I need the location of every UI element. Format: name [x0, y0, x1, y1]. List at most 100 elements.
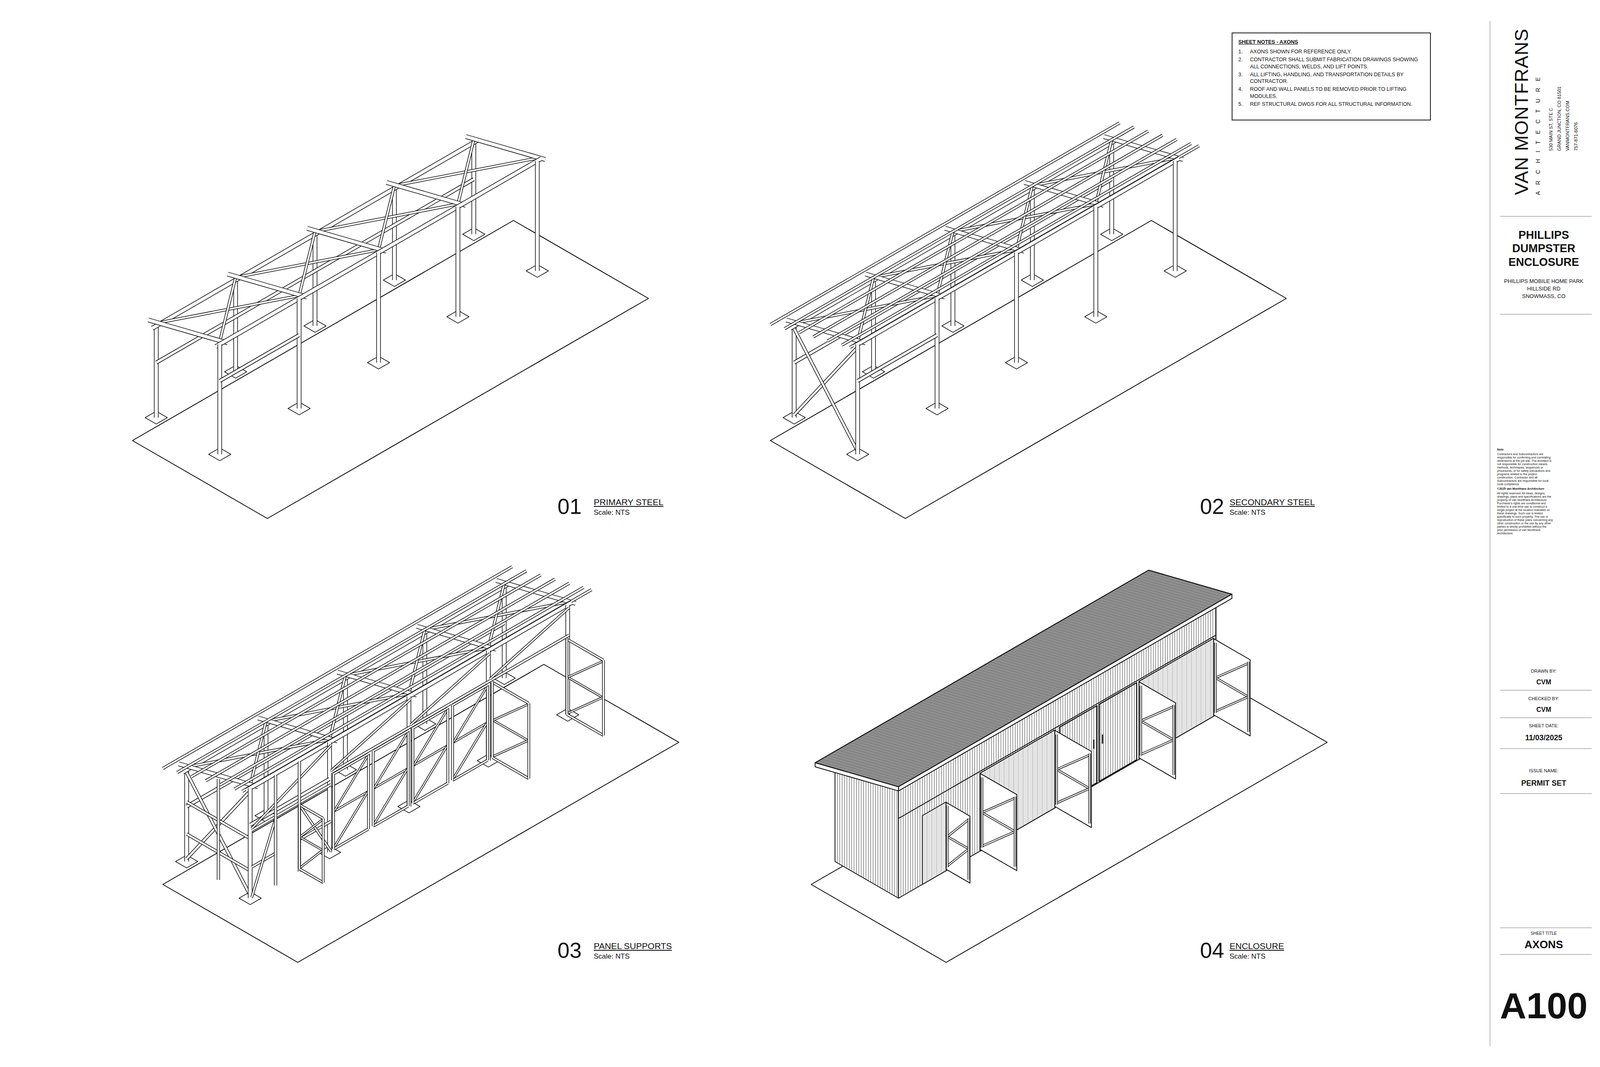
title-block-border	[1489, 20, 1491, 1046]
separator	[1500, 927, 1592, 928]
roof-rib	[961, 678, 1045, 703]
steel-post	[247, 787, 253, 898]
wall-rib	[860, 777, 862, 877]
wall-rib	[1186, 621, 1188, 732]
steel-post	[406, 696, 412, 807]
wall-rib	[870, 780, 871, 883]
steel-girt	[857, 335, 938, 381]
wall-rib	[872, 780, 874, 883]
view-title: SECONDARY STEEL	[1229, 497, 1315, 508]
steel-post	[154, 325, 158, 418]
wall-rib	[917, 777, 918, 888]
roof-brace	[457, 139, 474, 204]
leaf-frame	[1247, 661, 1250, 732]
leaf-frame	[1140, 685, 1142, 756]
firm-address: GRAND JUNCTION, CO 81501	[1556, 86, 1563, 151]
leaf-frame	[1089, 753, 1091, 824]
leaf-frame	[527, 703, 531, 779]
interior-rib	[1027, 746, 1029, 823]
view-scale: Scale: NTS	[1229, 952, 1266, 961]
steel-post	[296, 298, 302, 409]
view-title: ENCLOSURE	[1229, 940, 1285, 951]
note-row: 2.CONTRACTOR SHALL SUBMIT FABRICATION DR…	[1238, 56, 1425, 70]
roof-rib	[1142, 573, 1226, 598]
wall-rib	[1127, 655, 1128, 766]
wall-stud	[298, 761, 301, 872]
wall-rib	[882, 783, 883, 889]
interior-rib	[1018, 751, 1019, 828]
wall-brace	[410, 653, 490, 725]
note-text: AXONS SHOWN FOR REFERENCE ONLY.	[1250, 48, 1425, 55]
interior-rib	[1032, 743, 1033, 820]
slab-outline	[132, 220, 649, 519]
roof-rib	[1145, 571, 1229, 596]
wall-rib	[1215, 605, 1216, 715]
wall-rib	[977, 742, 978, 853]
wall-rib	[1131, 653, 1133, 764]
wall-rib	[1115, 662, 1116, 773]
roof-rib	[881, 724, 965, 749]
separator	[1500, 792, 1592, 794]
leaf-rail	[1140, 720, 1175, 740]
wall-rib	[974, 743, 975, 854]
interior-rib	[1046, 735, 1048, 812]
rafter	[148, 320, 228, 343]
steel-post	[376, 252, 381, 363]
interior-rib	[1037, 740, 1038, 818]
leaf-frame	[447, 707, 449, 783]
leaf-rail	[1056, 769, 1090, 789]
leaf-frame	[492, 757, 530, 779]
roof-brace	[299, 231, 315, 296]
wall-rib	[1177, 627, 1178, 738]
leaf-frame	[566, 639, 568, 715]
steel-post	[1014, 252, 1019, 363]
note-text: REF STRUCTURAL DWGS FOR ALL STRUCTURAL I…	[1250, 100, 1425, 108]
eave-beam	[152, 140, 478, 329]
interior-rib	[1191, 651, 1192, 728]
door-leaf-open	[1055, 730, 1092, 828]
steel-post	[566, 604, 570, 715]
leaf-frame	[373, 730, 409, 751]
steel-post	[486, 650, 490, 761]
note-row: 4.ROOF AND WALL PANELS TO BE REMOVED PRI…	[1238, 85, 1425, 100]
wall-rib	[1107, 667, 1109, 778]
leaf-frame	[297, 804, 301, 869]
roof-brace	[219, 277, 236, 342]
leaf-brace	[947, 819, 969, 837]
wall-rib	[1122, 658, 1123, 769]
steel-post	[377, 252, 381, 363]
interior-rib	[1042, 737, 1043, 815]
purlin	[849, 145, 1199, 348]
leaf-frame	[411, 727, 415, 803]
roof-rib	[945, 687, 1029, 712]
leaf-frame	[299, 868, 324, 883]
leaf-frame	[1056, 734, 1058, 805]
view-number: 02	[1200, 494, 1225, 520]
project-address: PHILLIPS MOBILE HOME PARK	[1497, 278, 1590, 285]
interior-rib	[1022, 749, 1024, 826]
steel-post	[312, 234, 318, 326]
leaf-frame	[412, 782, 448, 803]
note-number: 1.	[1238, 48, 1250, 55]
wall-rib	[894, 786, 895, 896]
steel-post	[313, 234, 317, 326]
leaf-brace	[1215, 696, 1249, 712]
steel-girt	[219, 335, 300, 381]
wall-brace	[331, 699, 411, 771]
wall-rib	[885, 784, 886, 891]
purlin	[849, 145, 1199, 348]
leaf-brace	[567, 661, 603, 678]
leaf-frame	[1013, 796, 1017, 867]
wall-rib	[877, 782, 878, 887]
wall-rib	[1098, 672, 1099, 783]
field-label: ISSUE NAME:	[1497, 767, 1590, 774]
wall-rib	[892, 786, 893, 895]
rafter	[307, 228, 387, 252]
wall-rib	[856, 775, 857, 874]
leaf-frame	[371, 750, 375, 826]
leaf-rail	[1215, 677, 1249, 698]
purlin	[205, 578, 555, 781]
leaf-rail	[299, 836, 324, 851]
leaf-frame	[452, 685, 488, 705]
wall-rib	[889, 785, 890, 893]
